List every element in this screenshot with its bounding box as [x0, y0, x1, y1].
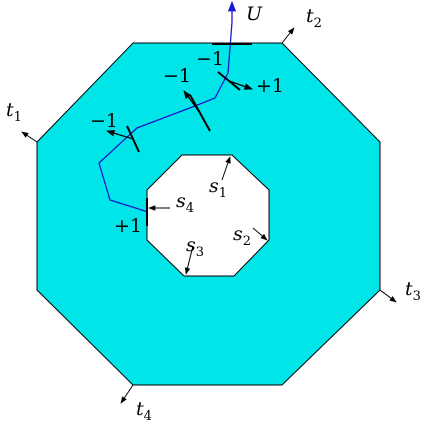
- inner-octagon-hole: [146, 154, 270, 277]
- t1-label: t1: [6, 99, 22, 125]
- s3-label: s3: [186, 234, 204, 260]
- t2-arrow: [281, 27, 295, 44]
- t4-label: t4: [136, 398, 152, 424]
- crossing-label-5: +1: [114, 215, 142, 237]
- U-label: U: [246, 3, 263, 25]
- crossing-label-1: −1: [196, 48, 224, 70]
- t1-arrow: [21, 131, 38, 143]
- t4-arrow: [120, 384, 134, 404]
- crossing-label-3: −1: [163, 65, 191, 87]
- t3-label: t3: [405, 278, 421, 304]
- s1-arrow: [221, 156, 231, 181]
- crossing-arrow-4: [106, 130, 134, 140]
- crossing-label-2: +1: [256, 75, 284, 97]
- t2-label: t2: [306, 5, 322, 31]
- crossing-arrow-3: [183, 90, 201, 114]
- s2-arrow: [252, 227, 268, 241]
- s3-arrow: [184, 245, 194, 275]
- t3-arrow: [379, 289, 397, 303]
- s4-label: s4: [176, 190, 194, 216]
- crossing-arrow-2: [228, 80, 253, 90]
- crossing-label-4: −1: [90, 110, 118, 132]
- s1-label: s1: [209, 175, 227, 201]
- s2-label: s2: [233, 223, 251, 249]
